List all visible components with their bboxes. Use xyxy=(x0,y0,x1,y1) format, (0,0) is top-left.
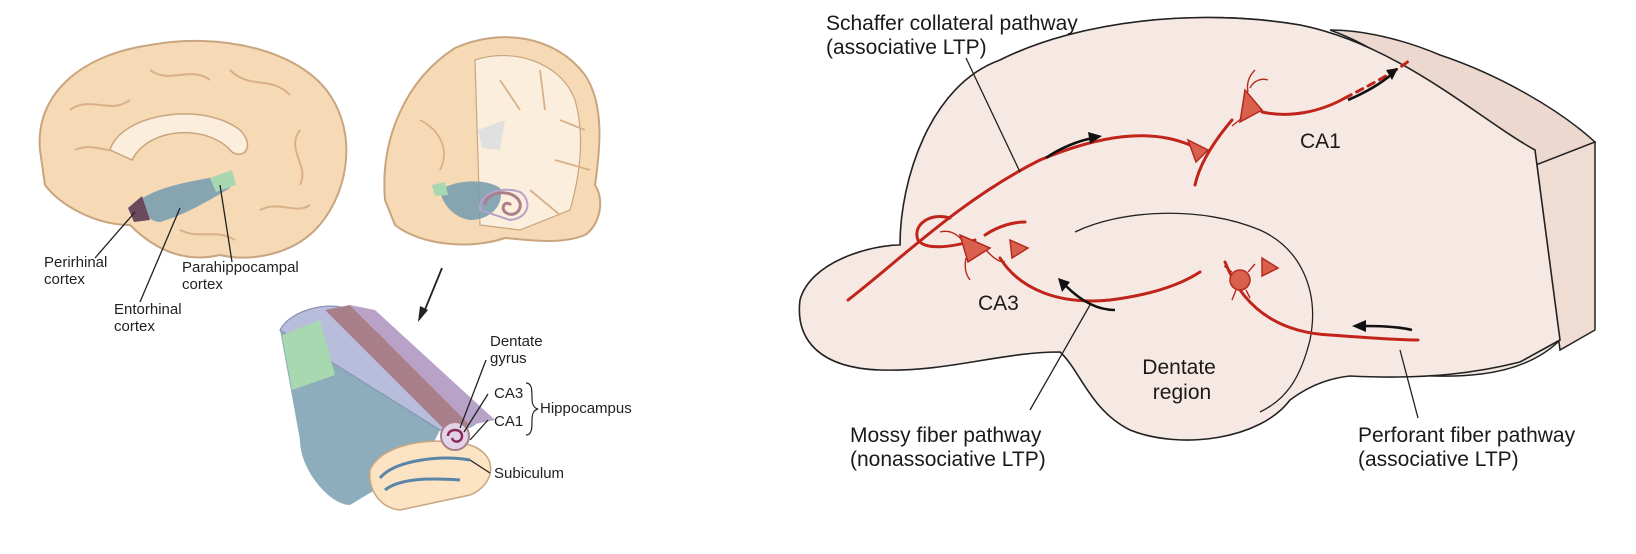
ca1-output-direction-arrow xyxy=(1347,68,1398,102)
ca1-leader xyxy=(469,419,489,441)
model-purple-band xyxy=(350,305,495,425)
model-cap xyxy=(369,440,492,511)
ca3-axon-loop xyxy=(915,215,977,249)
dentate-perforant-synapse xyxy=(1261,256,1280,278)
perforant-fiber-path xyxy=(1223,260,1420,342)
ca3-neuron-dendrites xyxy=(939,230,1006,281)
entorhinal-label: Entorhinal cortex xyxy=(114,301,186,335)
ca3-leader xyxy=(463,393,489,433)
parahippocampal-leader xyxy=(219,184,233,263)
hippocampal-slice: Schaffer collateral pathway (associative… xyxy=(798,12,1597,471)
model-mauve-band xyxy=(325,305,470,430)
model-dentate-swirl-outer xyxy=(440,421,470,451)
coronal-entorhinal xyxy=(440,181,501,220)
corpus-callosum xyxy=(109,113,249,161)
ca1-output-dashed xyxy=(1343,58,1412,100)
mossy-direction-arrow xyxy=(1058,278,1116,312)
entorhinal-region xyxy=(140,175,230,222)
dentate-region-label: Dentate region xyxy=(1142,356,1221,404)
hippocampus-label: Hippocampus xyxy=(540,400,632,417)
parahippocampal-region xyxy=(210,170,236,192)
ca3-label: CA3 xyxy=(978,292,1019,315)
ca1-schaffer-synapse xyxy=(1186,138,1210,164)
model-green-layer xyxy=(282,320,335,390)
dentate-leader xyxy=(459,359,487,429)
schaffer-direction-arrow xyxy=(1045,132,1102,160)
perforant-direction-arrow xyxy=(1352,320,1413,332)
granule-cell-dendrites xyxy=(1223,263,1256,301)
mossy-leader xyxy=(1029,304,1091,411)
subiculum-leader xyxy=(469,459,491,474)
schaffer-leader xyxy=(965,57,1021,173)
model-dentate-swirl xyxy=(446,428,464,443)
coronal-white-matter xyxy=(474,54,582,231)
ca3-neuron xyxy=(958,233,992,264)
coronal-parahippocampal xyxy=(432,182,448,196)
perirhinal-region xyxy=(128,196,150,222)
medial-brain-outline xyxy=(38,39,348,259)
subiculum-label: Subiculum xyxy=(494,465,564,482)
ventricle xyxy=(478,120,505,150)
perforant-leader xyxy=(1399,349,1419,419)
coronal-sulci xyxy=(419,69,591,216)
entorhinal-leader xyxy=(139,207,181,303)
perirhinal-label: Perirhinal cortex xyxy=(44,254,112,288)
hippocampus-3d-model: Dentate gyrus CA3 CA1 Hippocampus Subicu… xyxy=(279,305,632,511)
coronal-brain-section xyxy=(383,36,602,246)
coronal-hippocampus-swirl xyxy=(483,191,522,216)
ca1-neuron xyxy=(1239,88,1264,124)
perforant-pathway-label: Perforant fiber pathway (associative LTP… xyxy=(1358,424,1581,471)
gyri-texture xyxy=(69,69,311,241)
ca1-neuron-dendrites xyxy=(1231,69,1269,127)
medial-brain-view: Perirhinal cortex Entorhinal cortex Para… xyxy=(38,39,348,335)
dentate-gyrus-label: Dentate gyrus xyxy=(490,333,547,367)
model-subiculum-stripe xyxy=(378,456,471,492)
dentate-outline xyxy=(1074,212,1314,413)
ca1-label-small: CA1 xyxy=(494,413,523,430)
ca1-label: CA1 xyxy=(1300,130,1341,153)
hippocampus-brace xyxy=(525,382,539,436)
schaffer-pathway-label: Schaffer collateral pathway (associative… xyxy=(826,12,1084,59)
perirhinal-leader xyxy=(94,211,136,259)
slice-front-face xyxy=(798,16,1561,441)
schaffer-collateral-path xyxy=(846,134,1192,302)
ca3-mossy-synapse xyxy=(1009,238,1030,260)
zoom-arrow xyxy=(418,267,443,322)
mossy-pathway-label: Mossy fiber pathway (nonassociative LTP) xyxy=(850,424,1047,471)
parahippocampal-label: Parahippocampal cortex xyxy=(182,259,303,293)
ca3-dendrite-path xyxy=(983,220,1027,237)
dentate-granule-cell xyxy=(1229,269,1251,291)
ca1-output-path xyxy=(1260,96,1347,116)
mossy-fiber-path xyxy=(998,256,1202,303)
coronal-hippocampus-outer xyxy=(478,188,529,222)
ca3-label-small: CA3 xyxy=(494,385,523,402)
ca1-axon-path xyxy=(1193,118,1234,187)
